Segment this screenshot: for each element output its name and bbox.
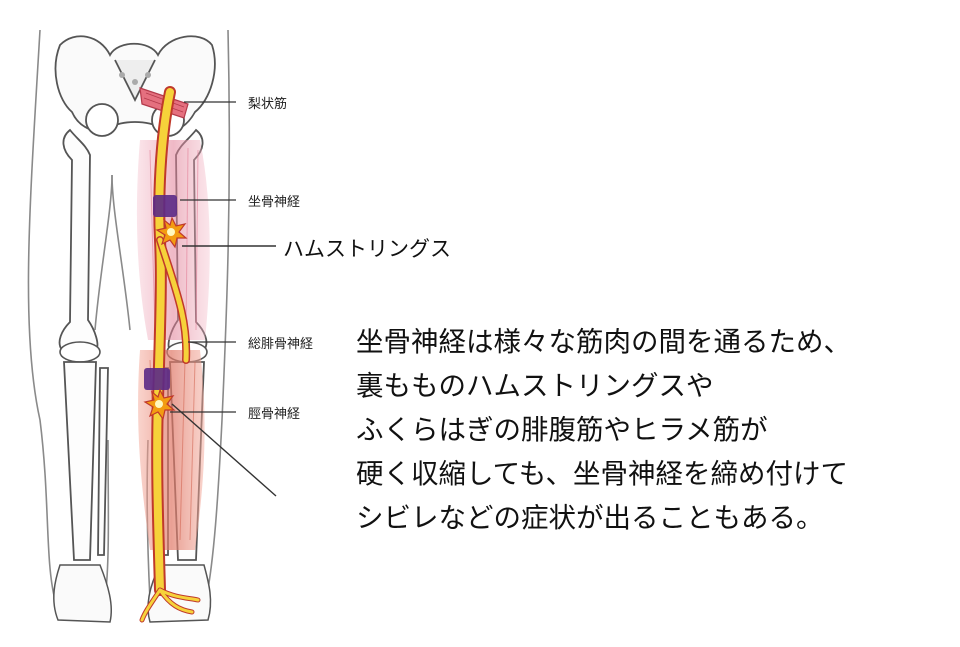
pelvis xyxy=(54,35,216,137)
label-piriformis: 梨状筋 xyxy=(248,97,288,112)
caption-line: 裏もものハムストリングスや xyxy=(356,370,714,402)
label-hamstrings: ハムストリングス xyxy=(283,237,451,261)
caption-text: 坐骨神経は様々な筋肉の間を通るため、 裏もものハムストリングスや ふくらはぎの腓… xyxy=(356,320,946,540)
pain-burst-icon xyxy=(155,216,188,249)
caption-line: 坐骨神経は様々な筋肉の間を通るため、 xyxy=(356,326,851,358)
pain-burst-icon xyxy=(143,388,176,421)
caption-line: 硬く収縮しても、坐骨神経を締め付けて xyxy=(356,458,848,490)
leader-lines xyxy=(170,101,277,497)
compression-marks xyxy=(144,195,177,390)
sciatic-nerve xyxy=(139,86,201,623)
caption-line: ふくらはぎの腓腹筋やヒラメ筋が xyxy=(356,414,768,446)
label-common-peroneal-nerve: 総腓骨神経 xyxy=(248,337,314,352)
caption-line: シビレなどの症状が出ることもある。 xyxy=(356,502,824,534)
label-sciatic-nerve: 坐骨神経 xyxy=(248,195,301,210)
label-tibial-nerve: 脛骨神経 xyxy=(248,407,301,422)
